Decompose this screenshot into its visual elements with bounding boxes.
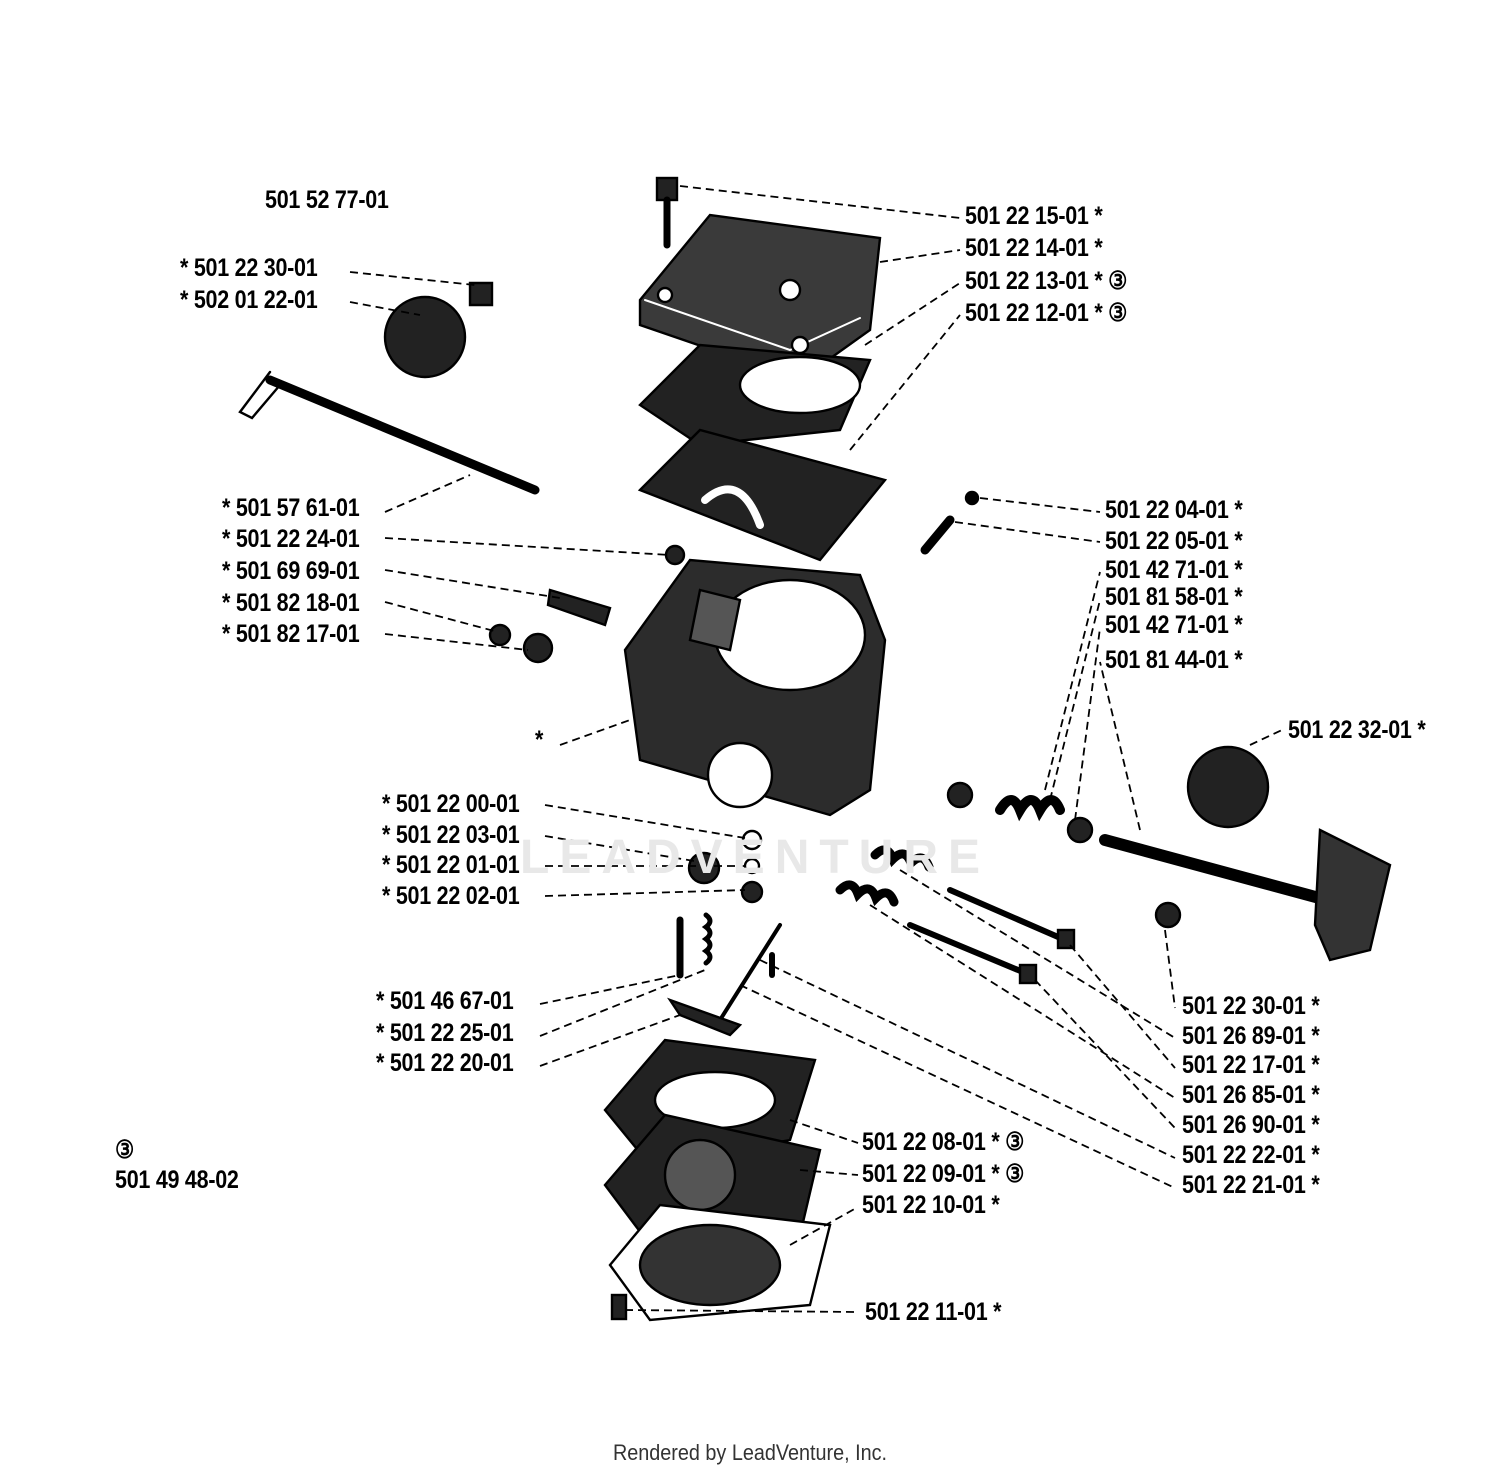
needle-spring-part xyxy=(920,490,980,555)
part-label: * 502 01 22-01 xyxy=(180,286,318,314)
part-label: 501 22 22-01 * xyxy=(1182,1141,1320,1169)
part-label: * 501 22 03-01 xyxy=(382,821,520,849)
part-label: 501 22 14-01 * xyxy=(965,234,1103,262)
part-label: 501 22 09-01 * ③ xyxy=(862,1160,1025,1188)
part-label: * 501 22 25-01 xyxy=(376,1019,514,1047)
part-label: 501 26 89-01 * xyxy=(1182,1022,1320,1050)
part-label: 501 22 12-01 * ③ xyxy=(965,299,1128,327)
part-label: * 501 22 02-01 xyxy=(382,882,520,910)
part-label: 501 22 15-01 * xyxy=(965,202,1103,230)
part-label: * 501 57 61-01 xyxy=(222,494,360,522)
part-label: 501 22 05-01 * xyxy=(1105,527,1243,555)
part-label: 501 81 58-01 * xyxy=(1105,583,1243,611)
part-label: 501 22 04-01 * xyxy=(1105,496,1243,524)
part-label: 501 26 85-01 * xyxy=(1182,1081,1320,1109)
springs-part xyxy=(946,781,1094,844)
footer-credit: Rendered by LeadVenture, Inc. xyxy=(612,1440,888,1465)
kit-number: 501 49 48-02 xyxy=(115,1166,239,1194)
part-label: * 501 69 69-01 xyxy=(222,557,360,585)
kit-symbol: ③ xyxy=(115,1136,135,1164)
part-label: 501 81 44-01 * xyxy=(1105,646,1243,674)
inlet-fitting-part xyxy=(488,544,686,664)
part-label: 501 22 08-01 * ③ xyxy=(862,1128,1025,1156)
pump-cover-part xyxy=(638,213,882,382)
part-label: * 501 82 18-01 xyxy=(222,589,360,617)
part-label: * 501 22 24-01 xyxy=(222,525,360,553)
watermark-text: LEADVENTURE xyxy=(520,831,991,884)
part-label: * 501 46 67-01 xyxy=(376,987,514,1015)
part-label: 501 22 30-01 * xyxy=(1182,992,1320,1020)
top-gasket-part xyxy=(637,343,888,562)
body-marker: * xyxy=(535,726,544,754)
part-label: 501 22 21-01 * xyxy=(1182,1171,1320,1199)
part-label: 501 22 17-01 * xyxy=(1182,1051,1320,1079)
part-label: 501 26 90-01 * xyxy=(1182,1111,1320,1139)
part-label: 501 22 32-01 * xyxy=(1288,716,1426,744)
adjustment-screws-part xyxy=(835,845,1076,985)
part-label: 501 22 13-01 * ③ xyxy=(965,267,1128,295)
part-label: 501 22 11-01 * xyxy=(865,1298,1002,1326)
part-label: * 501 22 00-01 xyxy=(382,790,520,818)
carburetor-body-part xyxy=(623,558,887,817)
metering-diaphragm-part xyxy=(603,1038,832,1322)
choke-shaft-part xyxy=(1099,745,1392,962)
inlet-needle-part xyxy=(666,912,782,1037)
throttle-shaft-part xyxy=(238,281,540,495)
part-label: 501 22 10-01 * xyxy=(862,1191,1000,1219)
part-label: 501 42 71-01 * xyxy=(1105,611,1243,639)
part-label: * 501 22 30-01 xyxy=(180,254,318,282)
part-label: 501 42 71-01 * xyxy=(1105,556,1243,584)
part-label: * 501 82 17-01 xyxy=(222,620,360,648)
assembly-number: 501 52 77-01 xyxy=(265,186,389,214)
plug-and-rings-part xyxy=(687,829,764,904)
part-label: * 501 22 20-01 xyxy=(376,1049,514,1077)
cover-screw-part xyxy=(655,176,679,249)
part-label: * 501 22 01-01 xyxy=(382,851,520,879)
